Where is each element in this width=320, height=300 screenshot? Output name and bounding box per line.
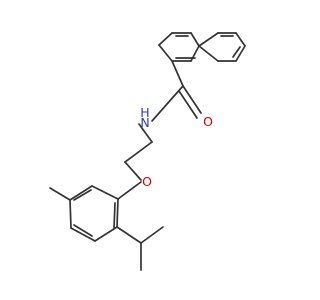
bond-line (158, 44, 173, 62)
bond-line (117, 181, 142, 200)
bond-line (235, 45, 246, 62)
bond-line (232, 46, 241, 58)
molecule-structure: N H O O (49, 32, 246, 271)
bond-line (70, 227, 96, 242)
bond-line (91, 185, 119, 200)
bond-line (140, 226, 164, 244)
bond-line (158, 32, 173, 46)
bond-line (151, 85, 184, 122)
bond-line (116, 198, 119, 228)
bond-line (138, 123, 153, 143)
molecule-canvas: N H O O (49, 32, 246, 271)
bond-lines (49, 32, 246, 271)
carbonyl-oxygen-label: O (203, 114, 213, 129)
nitrogen-hydrogen-label: H (140, 105, 149, 120)
bond-line (198, 45, 219, 62)
bond-line (116, 226, 142, 244)
bond-line (69, 185, 93, 201)
bond-line (198, 32, 219, 47)
atom-labels: N H O O (140, 105, 213, 189)
bond-line (94, 226, 118, 242)
bond-line (182, 85, 202, 114)
nitrogen-label: N (140, 115, 149, 130)
bond-line (124, 141, 153, 163)
ether-oxygen-label: O (142, 174, 152, 189)
bond-line (73, 189, 92, 201)
bond-line (69, 199, 72, 229)
bond-line (190, 32, 200, 47)
bond-line (113, 202, 116, 229)
bond-line (49, 187, 71, 201)
bond-line (124, 161, 142, 181)
bond-line (171, 60, 184, 87)
bond-line (235, 32, 246, 47)
bond-line (178, 90, 198, 119)
bond-line (73, 224, 93, 237)
